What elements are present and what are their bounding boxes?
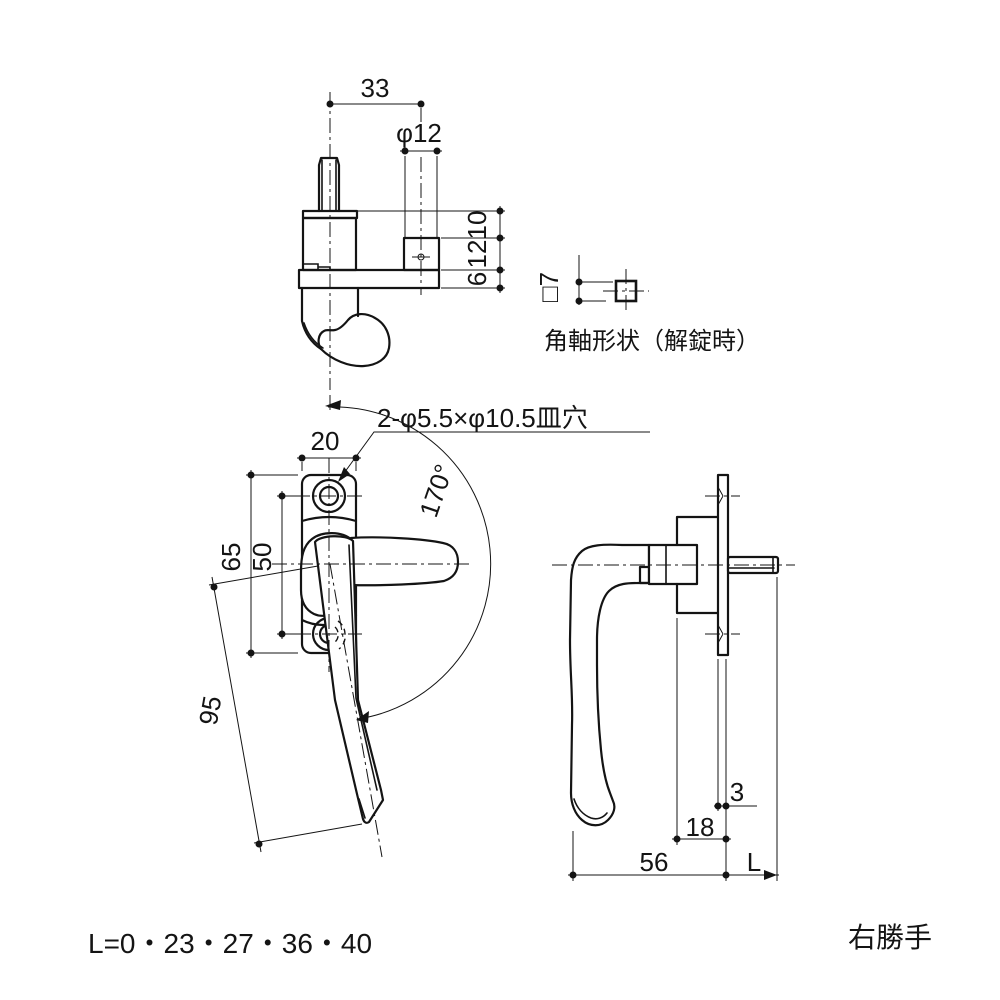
dim-dot: [714, 802, 722, 810]
dim-dot: [722, 802, 730, 810]
dim-6-label: 6: [462, 272, 492, 286]
dim-95-lines: [208, 565, 363, 853]
dim-dot: [433, 147, 441, 155]
lever-edge-lines: [348, 544, 378, 819]
bottom-hole-hidden-edges: [334, 620, 346, 650]
dim-square7-label: □7: [534, 272, 564, 302]
dim-33-label: 33: [361, 73, 390, 103]
dim-dot: [326, 100, 334, 108]
dim-dot: [496, 284, 504, 292]
dim-12-label: 12: [462, 240, 492, 269]
side-view: 3 18 56 L: [552, 473, 795, 881]
dim-dot: [417, 100, 425, 108]
dim-dot: [298, 454, 306, 462]
spindle-stud-thread-lines: [321, 159, 337, 212]
hole-note-arrowhead: [338, 467, 350, 482]
dim-dot: [722, 835, 730, 843]
swing-arc-arrow-top: [325, 400, 341, 410]
hole-note-leader: [338, 431, 650, 481]
dim-33-line: [330, 103, 422, 122]
dim-angle-label: 170°: [413, 460, 459, 521]
hole-note-label: 2-φ5.5×φ10.5皿穴: [377, 403, 588, 433]
dim-56-label: 56: [640, 847, 669, 877]
dim-dot: [401, 147, 409, 155]
dim-dot: [278, 492, 286, 500]
dim-dot: [496, 266, 504, 274]
dim-dot: [255, 840, 263, 848]
dim-dot: [247, 649, 255, 657]
handle-foot-inner-line: [573, 798, 608, 820]
front-view-centerlines: [272, 395, 472, 858]
grip-side-lines-top-view: [300, 286, 360, 323]
shaft-detail-caption: 角軸形状（解錠時）: [544, 328, 760, 355]
handle-profile-side: [568, 543, 651, 827]
mount-boss-side: [675, 515, 720, 615]
dim-50-lines: [277, 491, 296, 639]
dim-dot: [210, 583, 218, 591]
dim-dot: [569, 871, 577, 879]
dim-20-label: 20: [311, 426, 340, 456]
dim-dot: [575, 278, 583, 286]
dim-L-label: L: [747, 847, 761, 877]
swing-arc: [327, 406, 492, 720]
hub-step-side: [638, 565, 651, 585]
dim-65-lines: [246, 470, 298, 658]
grip-blob-top-view: [317, 313, 391, 368]
handedness-note: 右勝手: [848, 922, 932, 953]
square-shaft-crosshair: [603, 269, 649, 313]
dim-3-label: 3: [730, 777, 744, 807]
dim-65-label: 65: [216, 543, 246, 572]
dim-dot: [247, 471, 255, 479]
dim-dot: [722, 871, 730, 879]
swing-arc-arrow-bottom: [356, 711, 369, 723]
dim-18-label: 18: [686, 812, 715, 842]
dim-dot: [496, 234, 504, 242]
dim-stack-extension-lines: [358, 206, 505, 293]
side-view-extension-lines: [572, 577, 778, 881]
grip-taper-line: [300, 319, 323, 351]
dim-L-arrowhead: [764, 870, 777, 880]
dim-50-label: 50: [247, 543, 277, 572]
grip-thumb-lever: [349, 536, 460, 587]
dim-dot: [352, 454, 360, 462]
dim-dot: [278, 630, 286, 638]
length-variants-note: L=0・23・27・36・40: [88, 928, 372, 959]
shaft-dim-lines: [578, 255, 613, 305]
dim-10-label: 10: [462, 211, 492, 240]
dim-dot: [575, 297, 583, 305]
top-view: 33 φ12 10 12 6: [297, 73, 505, 390]
dim-20-lines: [297, 457, 361, 471]
spindle-stud-outline: [317, 156, 341, 213]
lever-front: [313, 535, 385, 824]
dim-dia12-label: φ12: [396, 118, 442, 148]
plate-hole-centerlines: [705, 495, 740, 635]
shaft-detail-view: □7 角軸形状（解錠時）: [534, 255, 760, 355]
dim-dot: [496, 207, 504, 215]
base-plate-top-view: [297, 268, 441, 290]
countersink-marks: [717, 486, 724, 644]
dim-95-label: 95: [193, 694, 228, 728]
footer-notes: L=0・23・27・36・40 右勝手: [88, 922, 932, 959]
dim-dot: [673, 835, 681, 843]
grip-lip-inner-line: [303, 322, 324, 349]
